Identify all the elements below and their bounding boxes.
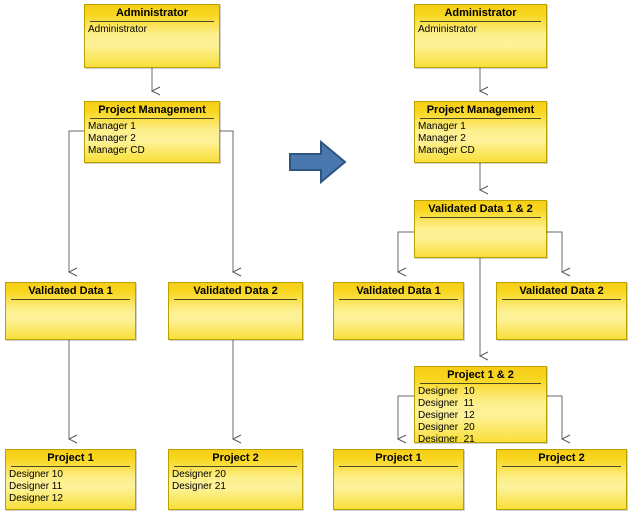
uml-class-member: Designer 12 (418, 410, 475, 421)
uml-class-title: Project 2 (538, 452, 585, 464)
uml-title-divider (420, 21, 541, 22)
uml-class-l-validated-data-2[interactable]: Validated Data 2 (168, 282, 303, 340)
uml-class-member: Administrator (418, 24, 477, 35)
uml-title-divider (339, 466, 458, 467)
transformation-arrow-icon (289, 139, 347, 185)
uml-class-title: Project 1 & 2 (447, 369, 514, 381)
uml-class-member: Manager 2 (418, 133, 466, 144)
uml-class-member: Designer 10 (9, 469, 63, 480)
uml-class-title: Validated Data 1 (356, 285, 441, 297)
uml-class-member: Administrator (88, 24, 147, 35)
uml-class-r-validated-data-12[interactable]: Validated Data 1 & 2 (414, 200, 547, 258)
uml-class-member: Designer 10 (418, 386, 475, 397)
uml-class-members (334, 300, 463, 302)
uml-class-member: Manager CD (418, 145, 475, 156)
uml-title-divider (174, 299, 297, 300)
uml-class-members (415, 218, 546, 220)
connector-l-pm-to-vd2 (220, 130, 242, 277)
uml-title-divider (502, 299, 621, 300)
uml-class-member: Designer 20 (418, 422, 475, 433)
uml-class-title: Validated Data 2 (193, 285, 278, 297)
uml-class-member: Designer 20 (172, 469, 226, 480)
uml-class-title: Validated Data 1 & 2 (428, 203, 533, 215)
uml-class-members (6, 300, 135, 302)
uml-class-title: Project Management (426, 104, 535, 116)
uml-class-title: Project 2 (212, 452, 259, 464)
uml-class-r-project-2[interactable]: Project 2 (496, 449, 627, 510)
connector-r-p12-to-p1 (396, 395, 414, 444)
uml-title-divider (11, 466, 130, 467)
uml-class-member: Designer 12 (9, 493, 63, 504)
connector-r-vd12-to-vd2 (547, 231, 571, 277)
uml-class-title: Project 1 (47, 452, 94, 464)
uml-class-member: Designer 11 (9, 481, 63, 492)
uml-class-member: Designer 21 (172, 481, 226, 492)
uml-class-members (169, 300, 302, 302)
uml-class-members (334, 467, 463, 469)
uml-title-divider (420, 217, 541, 218)
uml-title-divider (339, 299, 458, 300)
uml-class-member: Manager 1 (418, 121, 466, 132)
uml-class-r-validated-data-1[interactable]: Validated Data 1 (333, 282, 464, 340)
uml-class-member: Manager 1 (88, 121, 136, 132)
uml-class-r-validated-data-2[interactable]: Validated Data 2 (496, 282, 627, 340)
uml-title-divider (90, 21, 214, 22)
connector-r-vd12-to-vd1 (396, 231, 414, 277)
uml-class-title: Administrator (115, 7, 189, 19)
uml-class-member: Manager CD (88, 145, 145, 156)
uml-class-title: Validated Data 1 (28, 285, 113, 297)
uml-class-title: Validated Data 2 (519, 285, 604, 297)
uml-class-member: Designer 21 (418, 434, 475, 443)
uml-class-members: Administrator (85, 22, 219, 36)
uml-class-members: Administrator (415, 22, 546, 36)
uml-class-r-project-1[interactable]: Project 1 (333, 449, 464, 510)
uml-class-member: Manager 2 (88, 133, 136, 144)
uml-title-divider (11, 299, 130, 300)
connector-r-p12-to-p2 (547, 395, 571, 444)
uml-class-member: Designer 11 (418, 398, 474, 409)
uml-title-divider (174, 466, 297, 467)
uml-class-l-validated-data-1[interactable]: Validated Data 1 (5, 282, 136, 340)
uml-class-members (497, 300, 626, 302)
uml-title-divider (420, 383, 541, 384)
connector-l-pm-to-vd1 (67, 130, 84, 277)
uml-class-title: Project Management (98, 104, 206, 116)
uml-class-members (497, 467, 626, 469)
uml-title-divider (420, 118, 541, 119)
uml-class-title: Administrator (444, 7, 517, 19)
uml-title-divider (90, 118, 214, 119)
uml-title-divider (502, 466, 621, 467)
uml-class-title: Project 1 (375, 452, 422, 464)
